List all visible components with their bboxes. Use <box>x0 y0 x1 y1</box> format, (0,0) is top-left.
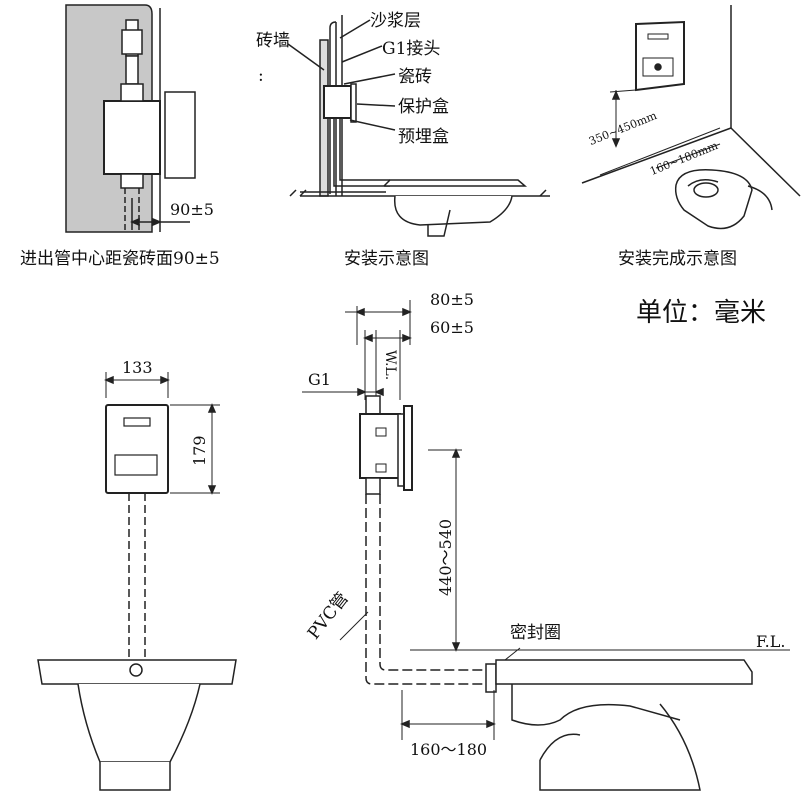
side-elevation <box>302 300 790 791</box>
callout-seal: 密封圈 <box>510 623 561 643</box>
dim-60: 60±5 <box>430 318 474 337</box>
dim-440-540: 440～540 <box>436 518 455 596</box>
caption-install-diagram: 安装示意图 <box>344 249 429 269</box>
dim-80: 80±5 <box>430 290 474 309</box>
callout-brick-wall: 砖墙 <box>256 31 290 51</box>
pipe-center-detail <box>65 4 196 233</box>
dim-wl: W.L. <box>382 350 398 381</box>
dim-179: 179 <box>190 435 209 466</box>
dim-133: 133 <box>122 358 153 377</box>
callout-colon: : <box>258 66 264 86</box>
dim-90: 90±5 <box>170 200 214 219</box>
install-complete <box>581 5 801 230</box>
callout-embed-box: 预埋盒 <box>398 127 449 147</box>
floor-level-label: F.L. <box>756 632 786 651</box>
unit-label: 单位：毫米 <box>636 298 767 328</box>
callout-protect-box: 保护盒 <box>398 97 449 117</box>
install-section <box>287 15 550 237</box>
callout-tile: 瓷砖 <box>398 67 432 87</box>
dim-160-180: 160～180 <box>410 740 488 759</box>
dim-g1: G1 <box>308 370 331 389</box>
callout-g1-joint: G1接头 <box>382 39 441 59</box>
caption-pipe-center: 进出管中心距瓷砖面90±5 <box>20 249 220 269</box>
caption-install-complete: 安装完成示意图 <box>618 249 737 269</box>
callout-mortar: 沙浆层 <box>370 11 421 31</box>
front-elevation <box>37 372 237 791</box>
